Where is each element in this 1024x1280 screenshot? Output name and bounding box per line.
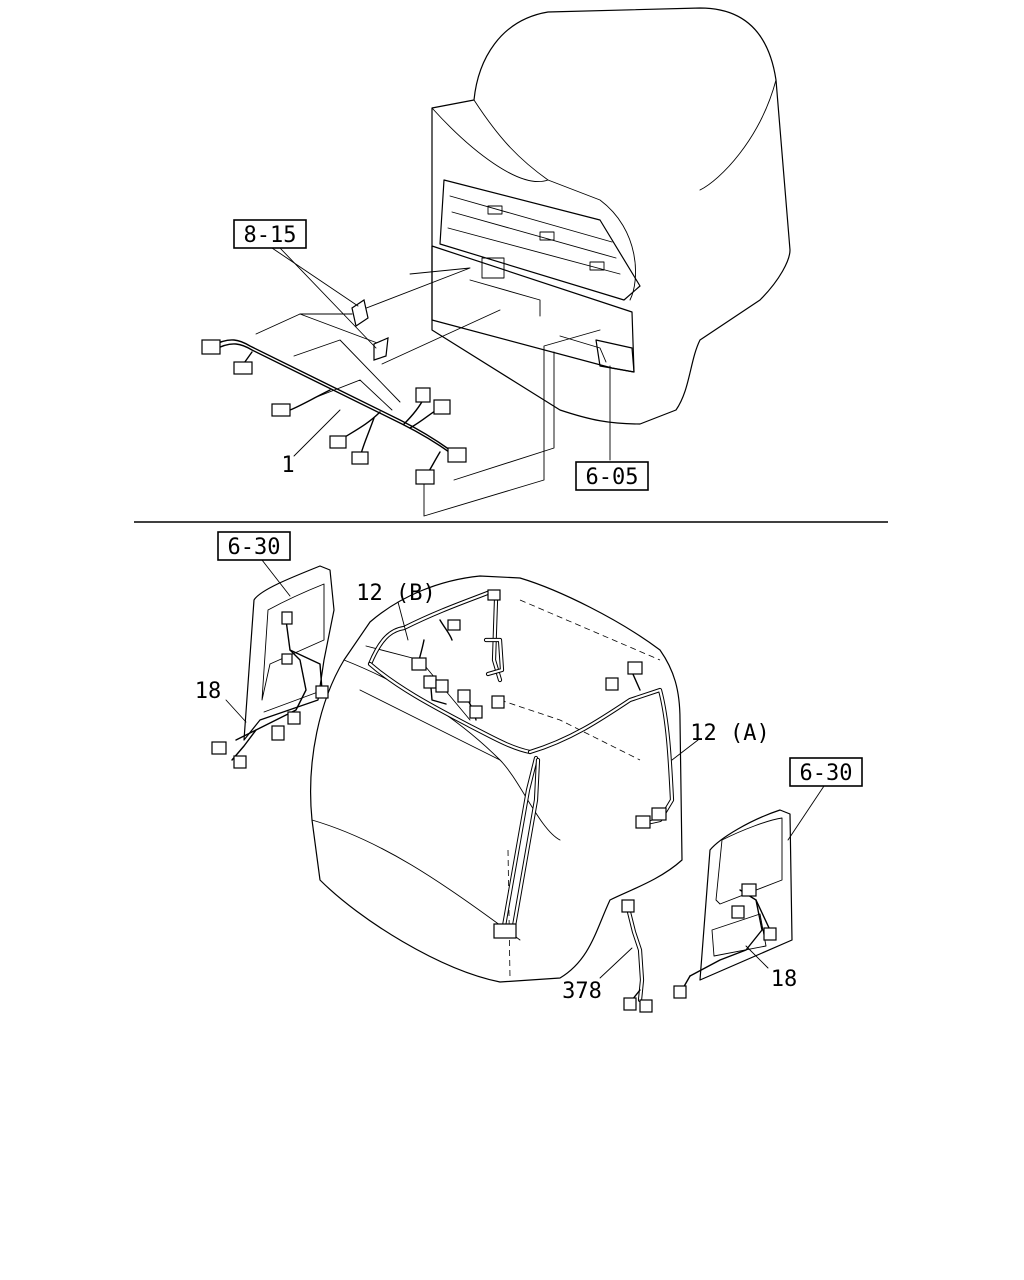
leader-18-right [745,945,769,969]
leader-8-15-a [271,247,359,307]
label-part-12a: 12 (A) [690,721,769,746]
label-part-18-right: 18 [771,967,798,992]
label-part-12b: 12 (B) [356,581,435,606]
cab-front-illustration [431,7,791,425]
svg-text:6-30: 6-30 [800,761,853,786]
label-part-378: 378 [562,979,602,1004]
leader-8-15-b [279,247,377,349]
roof-harness-12b [367,589,533,755]
svg-text:6-05: 6-05 [586,465,639,490]
svg-text:6-30: 6-30 [228,535,281,560]
leader-12b [397,601,409,641]
ref-box-8-15[interactable]: 8-15 [233,219,307,249]
roof-harness-12a [493,661,675,939]
leader-378 [599,947,633,979]
label-part-18-left: 18 [195,679,222,704]
leader-18-left [225,699,247,723]
label-part-1: 1 [281,453,294,478]
ref-box-6-30-left[interactable]: 6-30 [217,531,291,561]
ref-box-6-05[interactable]: 6-05 [575,461,649,491]
leader-6-30-left [261,559,291,597]
leader-6-30-right [787,785,825,841]
ref-box-6-30-right[interactable]: 6-30 [789,757,863,787]
leader-12a [671,739,699,761]
left-door-illustration [211,565,335,769]
front-harness-part-1 [201,267,611,517]
leader-part-1 [293,409,341,457]
harness-378 [621,899,653,1013]
right-door-illustration [673,809,793,999]
svg-text:8-15: 8-15 [244,223,297,248]
